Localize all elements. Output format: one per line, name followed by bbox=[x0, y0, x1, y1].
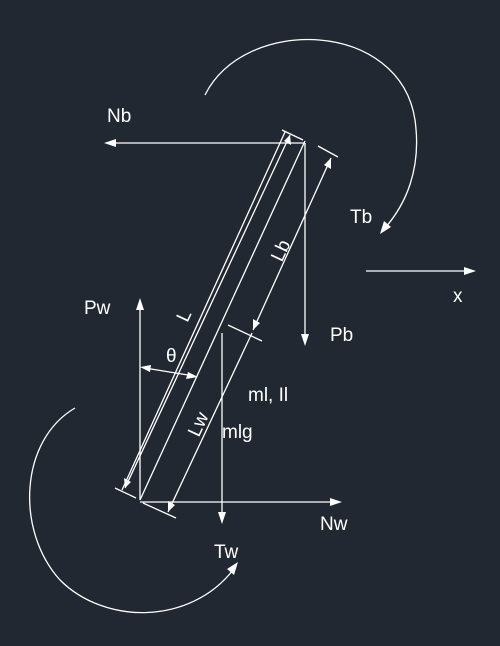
label-Tw: Tw bbox=[214, 542, 239, 563]
dimension-Lb-end-top bbox=[317, 145, 339, 158]
dimension-L-arrowhead-bottom bbox=[124, 478, 131, 488]
label-L: L bbox=[173, 307, 197, 325]
dimension-Lw-arrowhead-bottom bbox=[168, 501, 175, 512]
mlg-arrowhead bbox=[218, 512, 226, 524]
label-Pb: Pb bbox=[330, 325, 353, 346]
Tb-torque-arc bbox=[204, 38, 418, 229]
Pw-arrowhead bbox=[136, 298, 144, 310]
label-x: x bbox=[453, 286, 463, 307]
label-Lb: Lb bbox=[267, 237, 295, 265]
theta-arrowhead-right bbox=[186, 372, 198, 379]
Nw-arrowhead bbox=[330, 498, 342, 506]
theta-angle-line bbox=[144, 367, 195, 377]
label-theta: θ bbox=[166, 346, 177, 367]
dimension-Lb-end-mid bbox=[227, 324, 263, 342]
Tb-arrowhead bbox=[380, 221, 391, 234]
label-Lw: Lw bbox=[184, 409, 213, 440]
dimension-Lb-arrowhead-bottom bbox=[253, 319, 260, 330]
label-Tb: Tb bbox=[350, 207, 372, 228]
label-mlg: mlg bbox=[222, 422, 253, 443]
label-ml-Il: ml, Il bbox=[248, 385, 288, 406]
dimension-Lb-line bbox=[252, 157, 332, 331]
rod-line-upper bbox=[121, 131, 286, 491]
dimension-Lb-arrowhead-top bbox=[324, 158, 331, 169]
theta-arrowhead-left bbox=[140, 365, 151, 372]
dimension-L-line bbox=[124, 134, 291, 489]
Tw-arrowhead bbox=[227, 562, 238, 575]
dimension-Lw-line bbox=[167, 332, 253, 513]
rod-line-lower bbox=[139, 140, 306, 501]
x-axis-arrowhead bbox=[464, 267, 476, 275]
label-Nb: Nb bbox=[107, 106, 131, 127]
dimension-L-end-top bbox=[281, 129, 304, 141]
Tw-torque-arc bbox=[29, 407, 234, 614]
dimension-Lw-end-bottom bbox=[142, 502, 177, 519]
Pb-arrowhead bbox=[301, 334, 309, 346]
dimension-L-end-bottom bbox=[114, 487, 137, 499]
Nb-arrowhead bbox=[104, 139, 116, 147]
label-Nw: Nw bbox=[320, 514, 348, 535]
label-Pw: Pw bbox=[84, 298, 111, 319]
